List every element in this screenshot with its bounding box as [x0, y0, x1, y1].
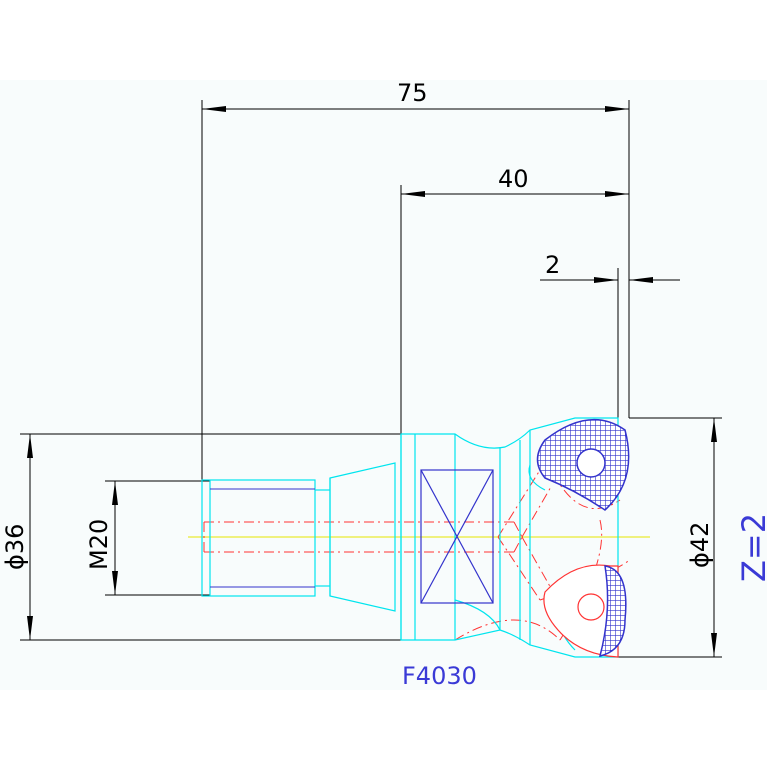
dim-2-label: 2	[545, 251, 560, 279]
dim-m20-label: M20	[85, 519, 113, 570]
drawing-sheet	[0, 80, 767, 690]
part-number: F4030	[402, 662, 477, 690]
teeth-count-label: Z=2	[735, 513, 767, 582]
dim-36-label: ϕ36	[1, 524, 29, 570]
insert-top	[536, 418, 630, 511]
dim-40-label: 40	[498, 165, 529, 193]
threaded-shank	[201, 479, 316, 597]
insert-bottom	[543, 564, 627, 658]
tool-body	[400, 417, 619, 658]
wrench-flat	[420, 469, 494, 604]
tool-outline	[201, 417, 619, 658]
dimension-lines	[20, 100, 722, 658]
dim-75-label: 75	[397, 79, 428, 107]
dim-42-label: ϕ42	[686, 522, 714, 568]
